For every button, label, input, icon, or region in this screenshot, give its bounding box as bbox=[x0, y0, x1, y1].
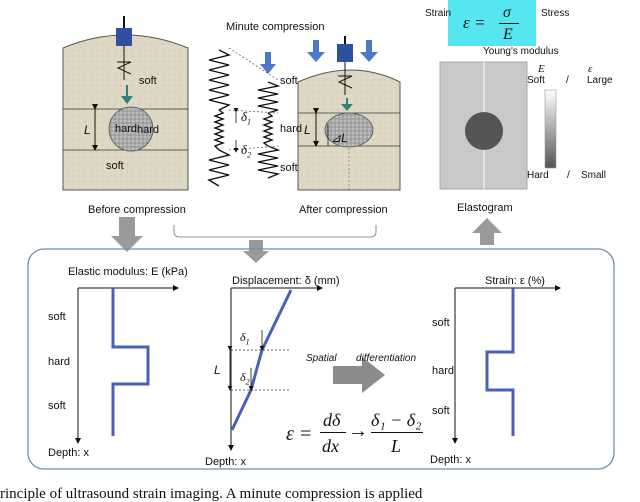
formula-dx: dx bbox=[322, 436, 339, 456]
soft-right-upper-label: soft bbox=[280, 75, 298, 87]
bottom-panel bbox=[27, 248, 615, 470]
displacement-depth-label: Depth: x bbox=[205, 456, 246, 468]
soft-lower-label: soft bbox=[106, 160, 124, 172]
youngs-modulus-label: Young's modulus bbox=[483, 46, 559, 57]
displacement-L-label: L bbox=[214, 363, 221, 377]
L-label-after: L bbox=[304, 123, 311, 137]
formula-arrow: → bbox=[348, 420, 368, 442]
elastogram-image bbox=[439, 61, 528, 190]
elastic-modulus-curve bbox=[111, 288, 150, 436]
equation-fraction-bar bbox=[499, 23, 519, 24]
displacement-curve bbox=[230, 289, 293, 431]
hard-circle-label: hard bbox=[115, 123, 138, 135]
bracket-line bbox=[173, 225, 377, 238]
soft-right-lower-label: soft bbox=[280, 162, 298, 174]
L-label-before: L bbox=[84, 123, 91, 137]
equation-epsilon: ε = bbox=[463, 13, 486, 32]
elastic-modulus-axes bbox=[75, 285, 179, 444]
probe-before bbox=[116, 16, 132, 80]
before-compression-label: Before compression bbox=[88, 204, 186, 216]
stress-word-label: Stress bbox=[541, 8, 570, 19]
strain-depth-label: Depth: x bbox=[430, 454, 471, 466]
color-bar bbox=[544, 89, 557, 169]
differentiation-arrow bbox=[333, 357, 385, 393]
elastic-soft-bottom: soft bbox=[48, 400, 66, 412]
formula-lhs: ε = bbox=[286, 423, 313, 445]
elastic-depth-label: Depth: x bbox=[48, 447, 89, 459]
displacement-d1-label: δ1 bbox=[240, 330, 250, 347]
colorbar-hard: Hard bbox=[527, 170, 549, 181]
gray-arrow-after bbox=[243, 240, 269, 263]
displacement-title: Displacement: δ (mm) bbox=[232, 275, 340, 287]
strain-axes bbox=[452, 285, 561, 444]
formula-d-delta: dδ bbox=[323, 410, 341, 430]
elastic-modulus-title: Elastic modulus: E (kPa) bbox=[68, 266, 188, 278]
compress-arrow-right bbox=[360, 40, 378, 62]
teal-arrow-after bbox=[341, 98, 353, 111]
displacement-d2-label: δ2 bbox=[240, 370, 250, 387]
hard-mid-label: hard bbox=[137, 124, 160, 136]
strain-word-label: Strain bbox=[425, 8, 452, 19]
strain-curve bbox=[485, 288, 515, 436]
strain-title: Strain: ε (%) bbox=[485, 275, 545, 287]
colorbar-soft: Soft bbox=[527, 75, 545, 86]
gray-arrow-up bbox=[472, 218, 502, 245]
strain-hard: hard bbox=[432, 365, 455, 377]
tissue-after bbox=[297, 69, 401, 191]
springs-before bbox=[207, 49, 232, 187]
colorbar-slash-top: / bbox=[566, 75, 569, 86]
differentiation-label: differentiation bbox=[356, 353, 417, 364]
equation-box bbox=[448, 0, 536, 46]
colorbar-eps-symbol: ε bbox=[588, 63, 593, 75]
after-compression-label: After compression bbox=[299, 204, 388, 216]
delta-L-label: ⊿L bbox=[331, 131, 348, 145]
strain-soft-top: soft bbox=[432, 317, 450, 329]
colorbar-slash-bottom: / bbox=[567, 170, 570, 181]
figure-caption: rinciple of ultrasound strain imaging. A… bbox=[0, 486, 423, 502]
colorbar-E-symbol: E bbox=[538, 63, 545, 75]
delta2-top-label: δ2 bbox=[241, 142, 252, 160]
strain-soft-bottom: soft bbox=[432, 405, 450, 417]
equation-E: E bbox=[503, 26, 513, 43]
formula-bar-1 bbox=[320, 432, 346, 433]
formula-numerator: δ₁ − δ₂ bbox=[371, 410, 422, 430]
displacement-dims bbox=[227, 330, 265, 391]
springs-after bbox=[257, 81, 281, 179]
colorbar-small: Small bbox=[581, 170, 607, 181]
hard-right-label: hard bbox=[280, 123, 303, 135]
minute-compression-label: Minute compression bbox=[226, 21, 325, 33]
spatial-label: Spatial bbox=[306, 353, 337, 364]
teal-arrow-before bbox=[121, 85, 133, 104]
formula-bar-2 bbox=[371, 432, 423, 433]
tissue-before bbox=[62, 34, 189, 191]
compress-arrow-left bbox=[307, 40, 325, 62]
elastic-hard: hard bbox=[48, 356, 71, 368]
equation-sigma: σ bbox=[503, 4, 511, 21]
probe-after bbox=[337, 36, 353, 95]
delta1-top-label: δ1 bbox=[241, 109, 252, 127]
elastogram-label: Elastogram bbox=[457, 202, 513, 214]
colorbar-large: Large bbox=[587, 75, 613, 86]
elastic-soft-top: soft bbox=[48, 311, 66, 323]
gray-arrow-before bbox=[111, 217, 143, 252]
formula-denominator: L bbox=[391, 436, 402, 456]
compress-arrow-small bbox=[260, 52, 276, 74]
soft-upper-label: soft bbox=[139, 75, 157, 87]
